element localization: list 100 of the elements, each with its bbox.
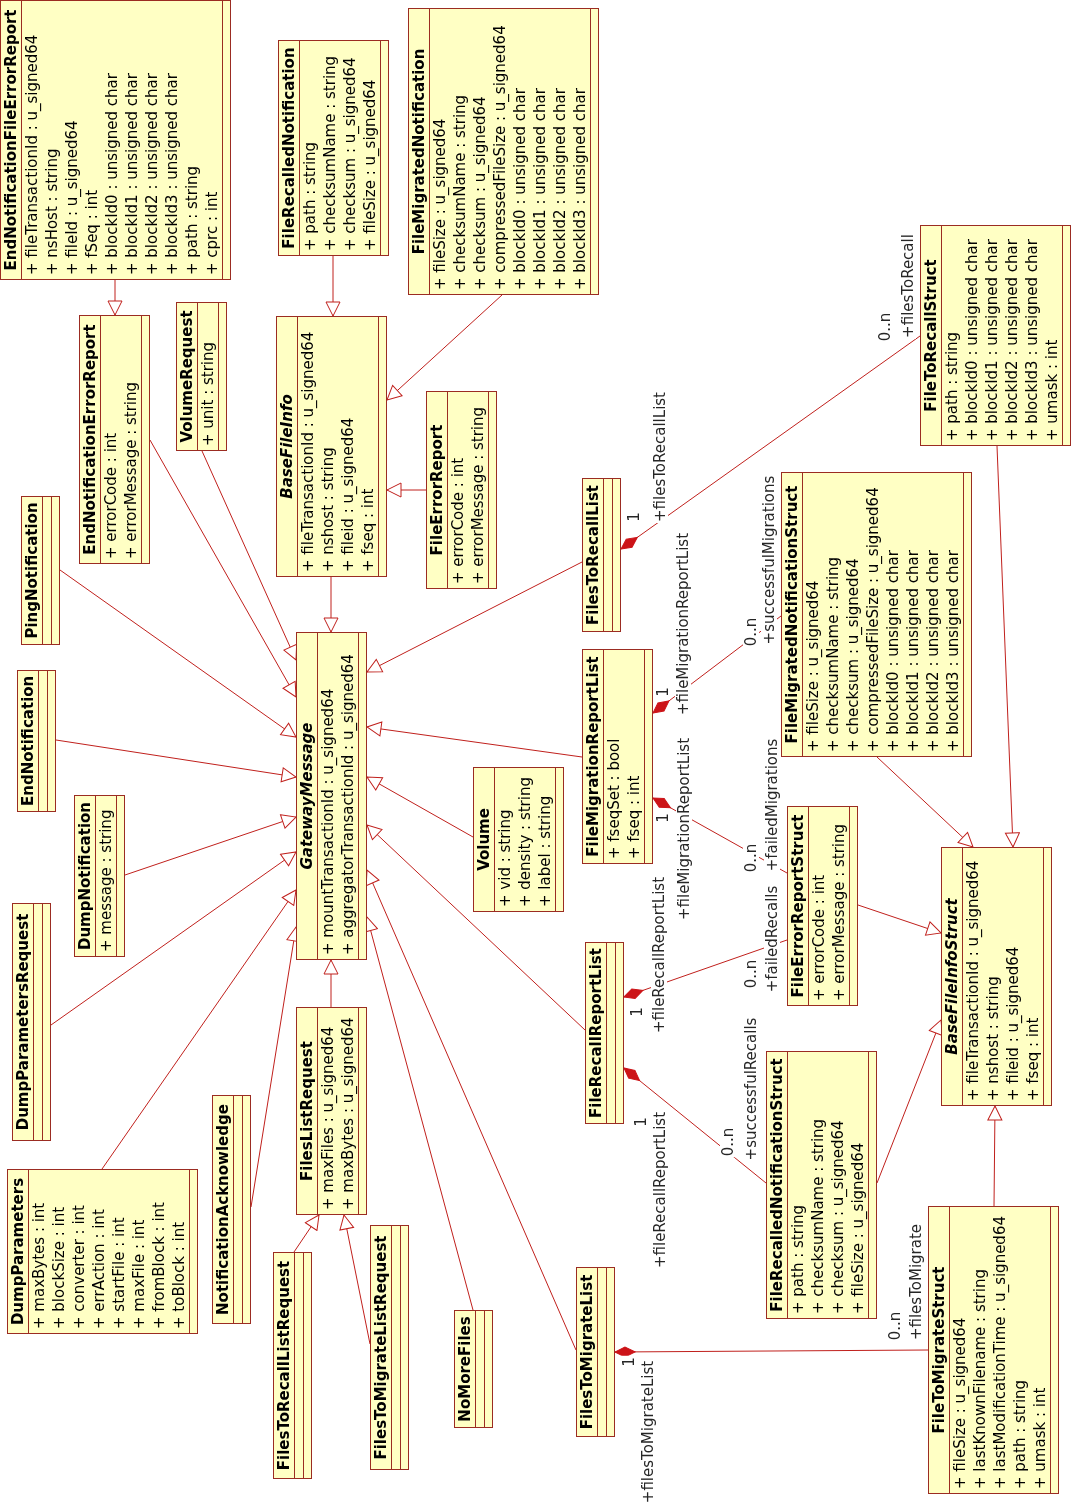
- class-box: [582, 649, 653, 864]
- attribute-text: + fileid : u_signed64: [338, 416, 358, 574]
- class-name: FileMigrationReportList: [583, 650, 604, 863]
- class-name: FilesToRecallList: [583, 479, 604, 631]
- class-box: [296, 632, 367, 960]
- class-name: FilesToMigrateListRequest: [371, 1226, 392, 1469]
- attribute-text: + blockId1 : unsigned char: [903, 549, 923, 754]
- attribute-text: + fileTransactionId : u_signed64: [22, 33, 42, 277]
- attribute-text: + errorCode : int: [809, 873, 829, 1003]
- attribute-text: + errorCode : int: [101, 431, 121, 561]
- attribute-text: + umask : int: [1030, 1386, 1050, 1491]
- attribute-text: + toBlock : int: [169, 1220, 189, 1331]
- class-box: [941, 847, 1052, 1106]
- attribute-text: + path : string: [182, 164, 202, 277]
- class-name: FileMigratedNotificationStruct: [782, 473, 803, 756]
- multiplicity-label: 1: [621, 1356, 637, 1368]
- class-box: [585, 942, 624, 1124]
- attribute-text: + label : string: [535, 794, 555, 909]
- attribute-text: + checksumName : string: [450, 93, 470, 292]
- role-name-label: +filesToRecallList: [652, 391, 668, 523]
- attribute-text: + blockId2 : unsigned char: [923, 549, 943, 754]
- attribute-text: + fileSize : u_signed64: [360, 78, 380, 253]
- composition-line: [620, 335, 921, 550]
- attribute-text: + fileSize : u_signed64: [803, 579, 823, 754]
- attribute-text: + blockId0 : unsigned char: [510, 87, 530, 292]
- class-name: GatewayMessage: [297, 633, 318, 959]
- attribute-text: + compressedFileSize : u_signed64: [490, 24, 510, 292]
- attribute-text: + path : string: [300, 140, 320, 253]
- attribute-text: + blockId0 : unsigned char: [962, 238, 982, 443]
- inheritance-arrow: [876, 1019, 943, 1184]
- class-name: FileRecalledNotificationStruct: [767, 1052, 788, 1318]
- inheritance-arrow: [201, 450, 298, 661]
- inheritance-arrow: [366, 776, 474, 838]
- attribute-text: + checksumName : string: [808, 1117, 828, 1316]
- multiplicity-label: 0..n: [887, 1310, 903, 1342]
- attribute-text: + blockSize : int: [49, 1205, 69, 1331]
- attribute-text: + path : string: [788, 1203, 808, 1316]
- class-box: [766, 1051, 877, 1319]
- composition-line: [623, 1067, 767, 1184]
- class-box: [370, 1225, 409, 1470]
- attribute-text: + density : string: [515, 776, 535, 909]
- class-name: FileRecalledNotification: [279, 41, 300, 255]
- inheritance-arrow: [293, 1214, 320, 1253]
- attribute-text: + errorMessage : string: [468, 405, 488, 586]
- attribute-text: + fileSize : u_signed64: [950, 1316, 970, 1491]
- attribute-text: + checksumName : string: [823, 555, 843, 754]
- role-name-label: +filesToMigrate: [908, 1222, 924, 1342]
- inheritance-arrow: [386, 294, 503, 401]
- attribute-text: + vid : string: [495, 808, 515, 909]
- inheritance-arrow: [323, 576, 339, 633]
- attribute-text: + fseq : int: [1023, 1016, 1043, 1103]
- class-box: [74, 795, 125, 957]
- inheritance-arrow: [101, 889, 297, 1170]
- role-name-label: +fileRecallReportList: [651, 875, 667, 1035]
- inheritance-arrow: [50, 851, 297, 1026]
- multiplicity-label: 1: [655, 812, 671, 824]
- class-box: [176, 302, 227, 451]
- attribute-text: + fseq : int: [624, 774, 644, 861]
- class-box: [426, 391, 497, 589]
- class-box: [920, 225, 1071, 446]
- inheritance-arrow: [366, 561, 583, 673]
- class-name: EndNotificationErrorReport: [80, 316, 101, 563]
- attribute-text: + umask : int: [1042, 338, 1062, 443]
- attribute-text: + fileId : u_signed64: [62, 119, 82, 277]
- attribute-text: + nshost : string: [318, 446, 338, 574]
- attribute-text: + blockId2 : unsigned char: [142, 72, 162, 277]
- inheritance-arrow: [366, 824, 586, 1031]
- inheritance-arrow: [996, 445, 1020, 848]
- attribute-text: + nshost : string: [983, 975, 1003, 1103]
- attribute-text: + mountTransactionId : u_signed64: [318, 687, 338, 957]
- class-box: [473, 767, 564, 912]
- multiplicity-label: 0..n: [877, 311, 893, 343]
- attribute-text: + fileTransactionId : u_signed64: [963, 859, 983, 1103]
- class-box: [781, 472, 972, 757]
- attribute-text: + errAction : int: [89, 1208, 109, 1331]
- inheritance-arrow: [124, 814, 297, 876]
- multiplicity-label: 1: [629, 1006, 645, 1018]
- role-name-label: +filesToRecall: [900, 233, 916, 339]
- attribute-text: + path : string: [942, 330, 962, 443]
- attribute-text: + fSeq : int: [82, 188, 102, 277]
- inheritance-arrow: [857, 904, 942, 936]
- attribute-text: + blockId3 : unsigned char: [1022, 238, 1042, 443]
- attribute-text: + cprc : int: [202, 190, 222, 277]
- attribute-text: + blockId1 : unsigned char: [530, 87, 550, 292]
- attribute-text: + converter : int: [69, 1204, 89, 1331]
- class-box: [928, 1206, 1059, 1494]
- inheritance-arrow: [59, 569, 297, 738]
- class-name: FilesListRequest: [297, 1008, 318, 1214]
- attribute-text: + lastKnownFilename : string: [970, 1268, 990, 1491]
- multiplicity-label: 1: [633, 1116, 649, 1128]
- composition-line: [614, 1346, 929, 1358]
- role-name-label: +successfulMigrations: [761, 474, 777, 646]
- class-box: [454, 1310, 493, 1428]
- attribute-text: + blockId1 : unsigned char: [982, 238, 1002, 443]
- inheritance-arrow: [323, 959, 339, 1008]
- class-name: NotificationAcknowledge: [213, 1096, 234, 1323]
- multiplicity-label: 0..n: [720, 1126, 736, 1158]
- attribute-text: + message : string: [96, 808, 116, 954]
- class-box: [582, 478, 621, 632]
- role-name-label: +failedMigrations: [764, 737, 780, 873]
